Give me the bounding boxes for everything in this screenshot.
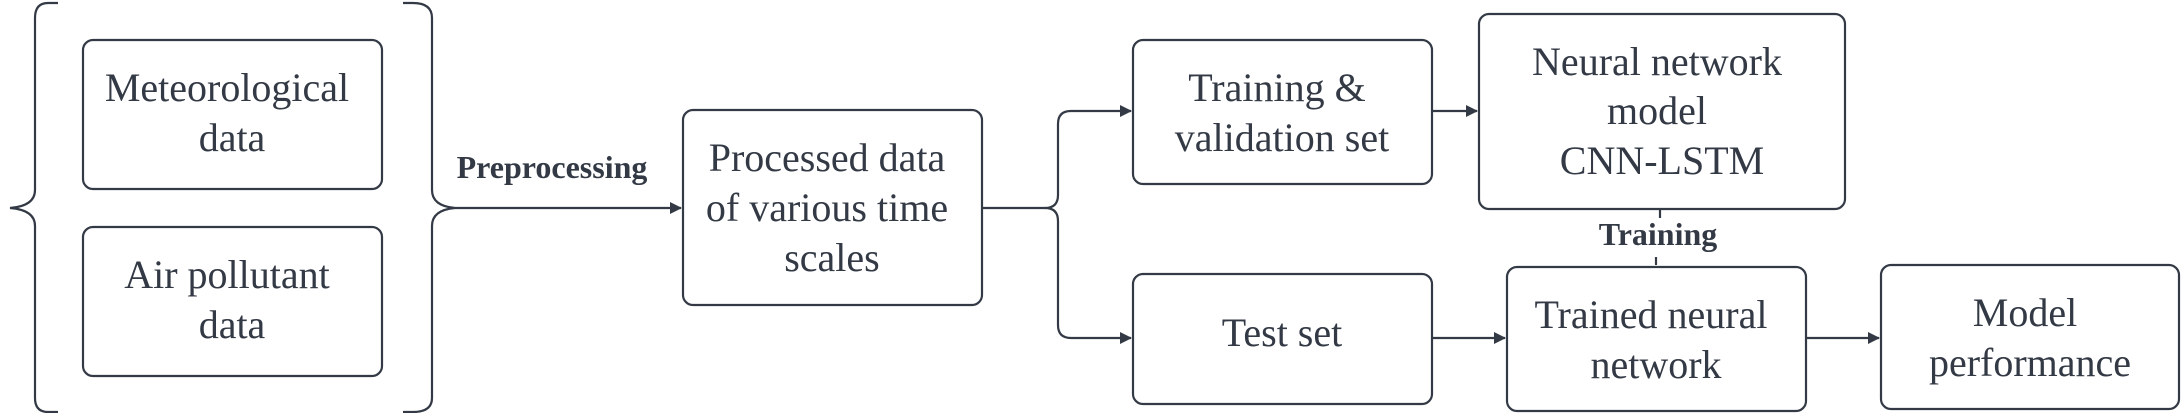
training-label: Training: [1599, 216, 1718, 252]
air-pollutant-line-1: Air pollutant: [124, 252, 330, 297]
trained-line-2: network: [1590, 342, 1721, 387]
processed-line-2: of various time: [706, 185, 948, 230]
svg-text:Training & validation se: Training & validation set: [1175, 65, 1389, 160]
svg-text:Test set: Test set: [1222, 310, 1343, 355]
svg-text:Processed data of variou: Processed data of various time scales: [706, 135, 958, 280]
processed-line-3: scales: [784, 235, 880, 280]
meteorological-data-node: Meteorological data: [81, 38, 384, 191]
air-pollutant-data-node: Air pollutant data: [81, 225, 384, 378]
input-group-brace-right: [403, 1, 456, 413]
svg-text:Air pollutant data: Air pollutant data: [124, 252, 340, 347]
performance-line-2: performance: [1929, 340, 2131, 385]
processed-line-1: Processed data: [709, 135, 946, 180]
meteorological-line-1: Meteorological: [105, 65, 349, 110]
preprocessing-label: Preprocessing: [457, 149, 648, 185]
trained-line-1: Trained neural: [1535, 292, 1768, 337]
split-to-training-arrow: [982, 105, 1132, 210]
meteorological-line-2: data: [199, 115, 266, 160]
trained-neural-network-node: Trained neural network: [1505, 265, 1808, 413]
split-to-test-arrow: [1044, 206, 1132, 344]
svg-text:Meteorological data: Meteorological data: [105, 65, 359, 160]
test-set-node: Test set: [1131, 272, 1434, 406]
training-set-line-1: Training &: [1188, 65, 1365, 110]
test-set-label: Test set: [1222, 310, 1343, 355]
svg-text:Model performance: Model performance: [1929, 290, 2131, 385]
air-pollutant-line-2: data: [199, 302, 266, 347]
neural-network-model-node: Neural network model CNN-LSTM: [1477, 12, 1847, 211]
svg-text:Trained neural network: Trained neural network: [1535, 292, 1778, 387]
input-group-brace: [9, 1, 58, 413]
model-line-1: Neural network: [1532, 39, 1782, 84]
svg-text:Neural network model: Neural network model CNN-LSTM: [1532, 39, 1792, 183]
training-validation-set-node: Training & validation set: [1131, 38, 1434, 186]
model-performance-node: Model performance: [1879, 263, 2181, 411]
performance-line-1: Model: [1973, 290, 2077, 335]
processed-data-node: Processed data of various time scales: [681, 108, 984, 307]
model-line-2: model: [1607, 88, 1707, 133]
training-set-line-2: validation set: [1175, 115, 1389, 160]
model-line-3: CNN-LSTM: [1560, 138, 1764, 183]
